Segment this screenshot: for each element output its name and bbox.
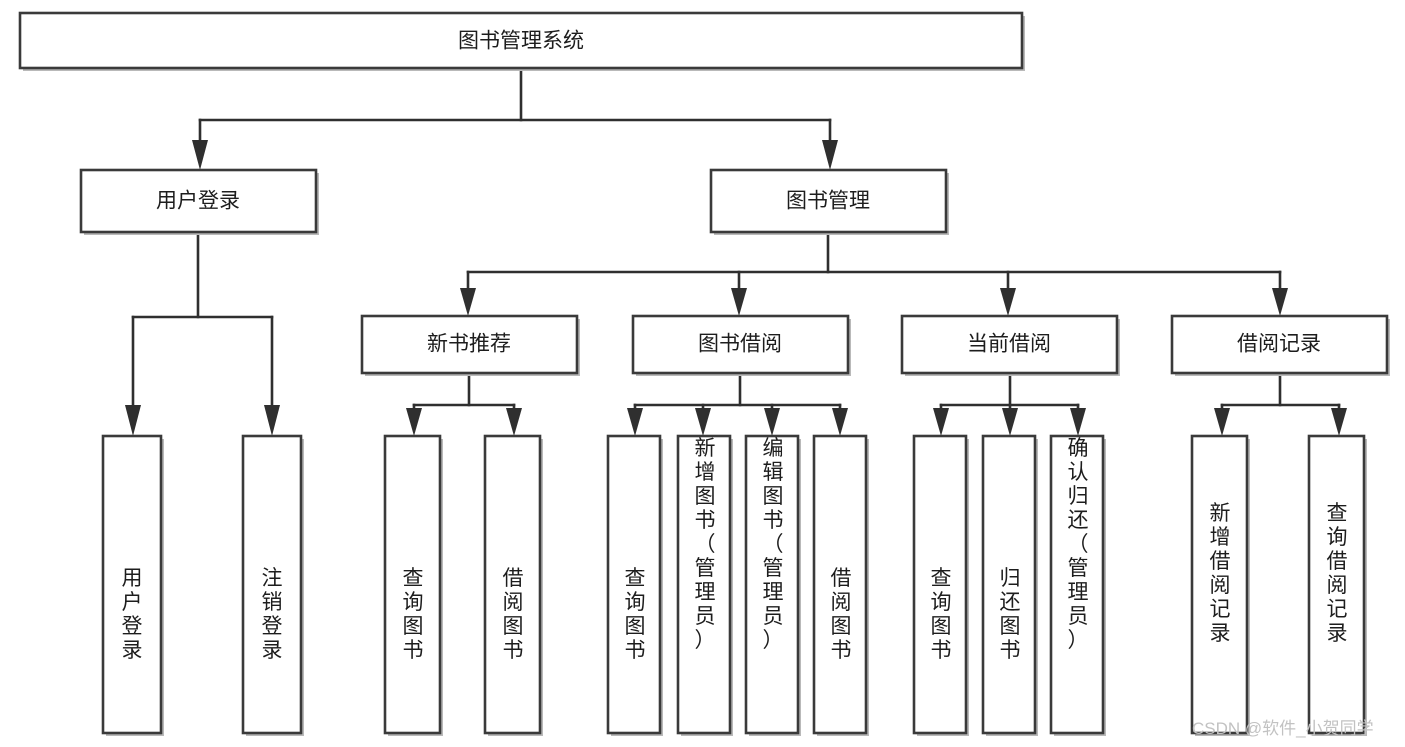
leaf-borrow-book-2-box[interactable] — [812, 434, 868, 735]
leaf-query-book-3-box[interactable] — [912, 434, 968, 735]
leaf-query-book-3-label: 查询图书 — [931, 567, 952, 662]
leaf-return-book-label: 归还图书 — [1000, 567, 1021, 662]
new-book-rec-label: 新书推荐 — [427, 333, 511, 356]
leaf-user-login-box[interactable] — [101, 434, 163, 735]
node-leaf-confirm-return[interactable]: 确认归还（管理员） — [1049, 434, 1106, 736]
leaf-edit-book-label: 编辑图书（管理员） — [763, 437, 784, 652]
book-borrow-box[interactable] — [631, 314, 850, 375]
root-label: 图书管理系统 — [458, 30, 584, 53]
node-leaf-return-book[interactable]: 归还图书 — [981, 434, 1038, 736]
leaf-add-book-box[interactable] — [676, 434, 732, 735]
node-root[interactable]: 图书管理系统 — [18, 11, 1025, 71]
leaf-query-book-1-label: 查询图书 — [403, 567, 424, 662]
leaf-borrow-book-1-label: 借阅图书 — [503, 567, 524, 662]
leaf-confirm-return-label: 确认归还（管理员） — [1068, 437, 1089, 652]
book-manage-label: 图书管理 — [786, 190, 870, 213]
arrow-book-manage-to-c3 — [1000, 288, 1016, 316]
current-borrow-label: 当前借阅 — [967, 333, 1051, 356]
arrow-user-login-to-leaf2 — [264, 405, 280, 436]
leaf-logout-label: 注销登录 — [262, 567, 283, 662]
leaf-query-record-label: 查询借阅记录 — [1327, 502, 1348, 645]
node-leaf-query-record[interactable]: 查询借阅记录 — [1307, 434, 1367, 736]
root-box[interactable] — [18, 11, 1024, 70]
arrow-book-borrow-leaf1 — [627, 408, 643, 436]
user-login-label: 用户登录 — [156, 190, 240, 213]
leaf-query-book-1-box[interactable] — [383, 434, 442, 735]
arrow-borrow-record-leaf1 — [1214, 408, 1230, 436]
node-user-login[interactable]: 用户登录 — [79, 168, 319, 235]
edge-layer — [125, 66, 1347, 436]
node-new-book-rec[interactable]: 新书推荐 — [360, 314, 580, 376]
leaf-add-record-box[interactable] — [1190, 434, 1249, 735]
node-borrow-record[interactable]: 借阅记录 — [1170, 314, 1390, 376]
arrow-current-borrow-leaf2 — [1002, 408, 1018, 436]
leaf-user-login-label: 用户登录 — [122, 567, 143, 662]
arrow-borrow-record-leaf2 — [1331, 408, 1347, 436]
arrow-book-manage-to-c4 — [1272, 288, 1288, 316]
leaf-logout-box[interactable] — [241, 434, 303, 735]
node-leaf-logout[interactable]: 注销登录 — [241, 434, 304, 736]
arrow-current-borrow-leaf1 — [933, 408, 949, 436]
arrow-book-borrow-leaf2 — [695, 408, 711, 436]
node-current-borrow[interactable]: 当前借阅 — [900, 314, 1120, 376]
node-leaf-query-book-3[interactable]: 查询图书 — [912, 434, 969, 736]
leaf-borrow-book-1-box[interactable] — [483, 434, 542, 735]
node-leaf-user-login[interactable]: 用户登录 — [101, 434, 164, 736]
leaf-edit-book-box[interactable] — [744, 434, 800, 735]
arrow-book-borrow-leaf4 — [832, 408, 848, 436]
arrow-new-book-rec-leaf1 — [406, 408, 422, 436]
leaf-add-book-label: 新增图书（管理员） — [695, 437, 716, 652]
leaf-query-book-2-box[interactable] — [606, 434, 662, 735]
borrow-record-box[interactable] — [1170, 314, 1389, 375]
node-leaf-borrow-book-2[interactable]: 借阅图书 — [812, 434, 869, 736]
node-book-manage[interactable]: 图书管理 — [709, 168, 949, 235]
node-leaf-borrow-book-1[interactable]: 借阅图书 — [483, 434, 543, 736]
arrow-user-login-to-leaf1 — [125, 405, 141, 436]
node-leaf-add-record[interactable]: 新增借阅记录 — [1190, 434, 1250, 736]
node-leaf-add-book[interactable]: 新增图书（管理员） — [676, 434, 733, 736]
arrow-book-manage-to-c2 — [731, 288, 747, 316]
user-login-box[interactable] — [79, 168, 318, 234]
csdn-watermark: CSDN @软件_小贺同学 — [1192, 719, 1374, 738]
node-leaf-query-book-1[interactable]: 查询图书 — [383, 434, 443, 736]
arrow-current-borrow-leaf3 — [1070, 408, 1086, 436]
leaf-return-book-box[interactable] — [981, 434, 1037, 735]
book-manage-box[interactable] — [709, 168, 948, 234]
current-borrow-box[interactable] — [900, 314, 1119, 375]
arrow-new-book-rec-leaf2 — [506, 408, 522, 436]
leaf-borrow-book-2-label: 借阅图书 — [831, 567, 852, 662]
borrow-record-label: 借阅记录 — [1237, 333, 1321, 356]
new-book-rec-box[interactable] — [360, 314, 579, 375]
leaf-add-record-label: 新增借阅记录 — [1210, 502, 1231, 645]
arrow-book-borrow-leaf3 — [764, 408, 780, 436]
node-book-borrow[interactable]: 图书借阅 — [631, 314, 851, 376]
arrow-book-manage-to-c1 — [460, 288, 476, 316]
arrow-root-to-user-login — [192, 140, 208, 170]
leaf-query-record-box[interactable] — [1307, 434, 1366, 735]
leaf-confirm-return-box[interactable] — [1049, 434, 1105, 735]
book-borrow-label: 图书借阅 — [698, 333, 782, 356]
node-leaf-edit-book[interactable]: 编辑图书（管理员） — [744, 434, 801, 736]
node-leaf-query-book-2[interactable]: 查询图书 — [606, 434, 663, 736]
leaf-query-book-2-label: 查询图书 — [625, 567, 646, 662]
arrow-root-to-book-manage — [822, 140, 838, 170]
